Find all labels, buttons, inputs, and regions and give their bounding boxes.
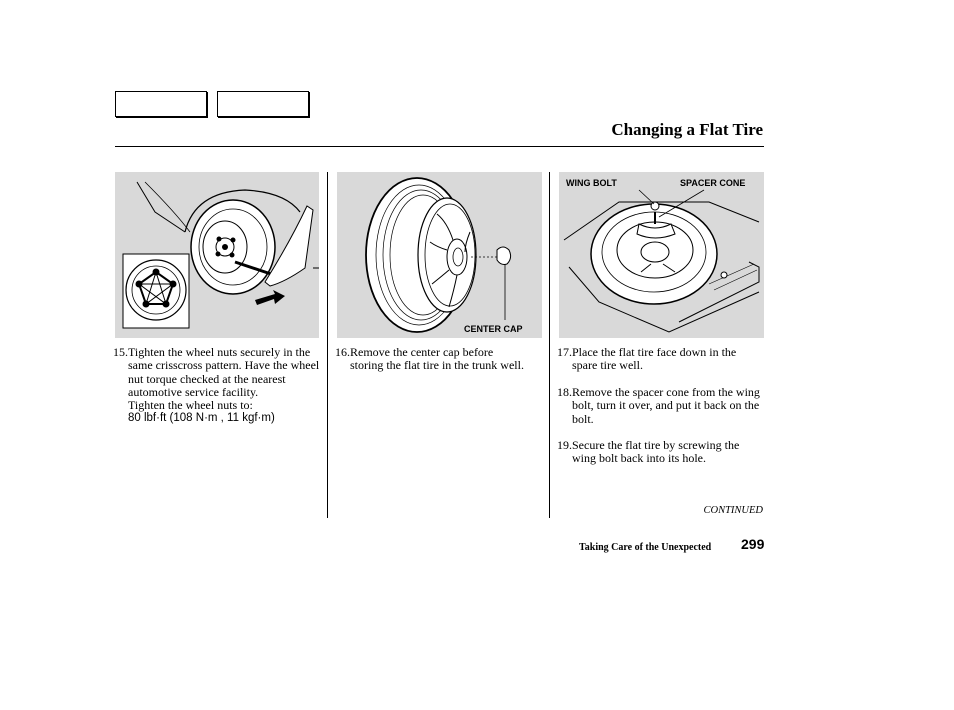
step-extra-text: Tighten the wheel nuts to: <box>128 398 253 413</box>
column-divider <box>549 172 550 518</box>
step-text: Remove the spacer cone from the wing bol… <box>572 385 760 426</box>
step-text: Remove the center cap before storing the… <box>350 345 524 373</box>
page-number: 299 <box>741 536 765 552</box>
step-16: 16. Remove the center cap before storing… <box>335 345 529 373</box>
step-number: 15. <box>113 345 128 359</box>
figure-center-cap: CENTER CAP <box>337 172 542 338</box>
figure-spare-tire-well: WING BOLT SPACER CONE <box>559 172 764 338</box>
step-number: 17. <box>557 345 572 359</box>
torque-spec: 80 lbf·ft (108 N·m , 11 kgf·m) <box>128 412 275 425</box>
continued-label: CONTINUED <box>703 505 763 516</box>
step-18: 18. Remove the spacer cone from the wing… <box>557 385 764 426</box>
figure-tighten-wheel-nuts <box>115 172 319 338</box>
title-divider <box>115 146 764 147</box>
nav-button-index[interactable] <box>217 91 309 117</box>
wing-bolt-callout: WING BOLT <box>566 178 617 188</box>
spare-tire-well-illustration <box>563 189 760 333</box>
center-cap-illustration <box>365 177 512 333</box>
step-15: 15. Tighten the wheel nuts securely in t… <box>113 345 321 426</box>
step-text: Tighten the wheel nuts securely in the s… <box>128 345 320 399</box>
column-divider <box>327 172 328 518</box>
footer-section-title: Taking Care of the Unexpected <box>579 542 712 553</box>
step-19: 19. Secure the flat tire by screwing the… <box>557 438 757 466</box>
step-17: 17. Place the flat tire face down in the… <box>557 345 764 373</box>
step-number: 19. <box>557 438 572 452</box>
spacer-cone-callout: SPACER CONE <box>680 178 746 188</box>
tighten-wheel-nuts-illustration <box>122 181 319 329</box>
center-cap-callout: CENTER CAP <box>464 324 523 334</box>
step-text: Place the flat tire face down in the spa… <box>572 345 737 373</box>
page-title: Changing a Flat Tire <box>611 120 763 139</box>
step-text: Secure the flat tire by screwing the win… <box>572 438 740 466</box>
nav-button-contents[interactable] <box>115 91 207 117</box>
step-number: 16. <box>335 345 350 359</box>
step-number: 18. <box>557 385 572 399</box>
